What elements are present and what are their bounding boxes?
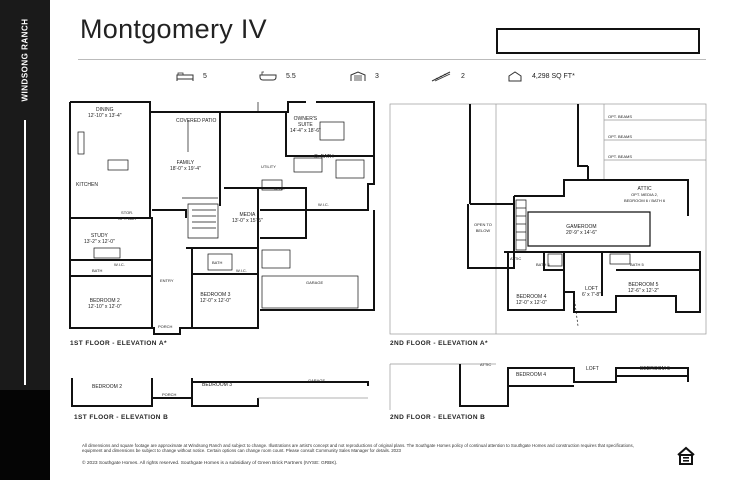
- caption-1st-floor-b: 1ST FLOOR - ELEVATION B: [74, 414, 169, 421]
- spec-beds: 5: [176, 68, 207, 84]
- bath-icon: [259, 71, 277, 81]
- room-opt-beams-3: OPT. BEAMS: [608, 154, 633, 159]
- room-covered-patio: COVERED PATIO: [176, 118, 217, 124]
- stairs-icon: [431, 71, 451, 81]
- room-porch: PORCH: [158, 324, 173, 329]
- elev-b-loft: LOFT: [586, 366, 599, 372]
- elev-b-bedroom-4: BEDROOM 4: [516, 372, 547, 378]
- sidebar: WINDSONG RANCH: [0, 0, 50, 480]
- caption-1st-floor-a: 1ST FLOOR - ELEVATION A*: [70, 340, 167, 347]
- floor-plan-2nd-a-drawing: [389, 103, 707, 335]
- copyright-text: © 2023 Southgate Homes. All rights reser…: [82, 461, 338, 466]
- community-name: WINDSONG RANCH: [20, 18, 30, 102]
- room-bath-1: BATH: [92, 268, 103, 273]
- header-divider: [78, 59, 706, 60]
- elev-b-garage: GARAGE: [308, 378, 326, 383]
- room-bath-2: BATH: [212, 260, 223, 265]
- room-garage: GARAGE: [306, 280, 324, 285]
- spec-garage: 3: [350, 68, 379, 84]
- spec-baths: 5.5: [259, 68, 296, 84]
- room-kitchen: KITCHEN: [76, 182, 98, 188]
- elev-b-bedroom-3: BEDROOM 3: [202, 382, 233, 388]
- caption-2nd-floor-a: 2ND FLOOR - ELEVATION A*: [390, 340, 488, 347]
- spec-sqft: 4,298 SQ FT*: [507, 68, 575, 84]
- room-stor: STOR.OPT. BAR: [118, 210, 137, 221]
- room-bath-4: BATH 4: [536, 262, 550, 267]
- floor-plan-2nd-b: ATTIC BEDROOM 4 LOFT BEDROOM 5: [388, 360, 710, 412]
- sidebar-divider: [24, 120, 26, 385]
- garage-icon: [350, 70, 366, 81]
- spec-value: 5: [203, 72, 207, 80]
- title-box: [496, 28, 700, 54]
- room-o-bath: O. BATH: [314, 154, 334, 160]
- equal-housing-icon: [677, 446, 695, 465]
- room-wic-3: W.I.C.: [114, 262, 125, 267]
- sidebar-footer-block: [0, 390, 50, 480]
- room-wic-4: W.I.C.: [236, 268, 247, 273]
- house-icon: [508, 70, 522, 81]
- floor-plan-1st-b-drawing: [71, 378, 369, 407]
- elev-b-porch: PORCH: [162, 392, 177, 397]
- room-wic-1: W.I.C.: [274, 186, 285, 191]
- disclaimer-text: All dimensions and square footage are ap…: [82, 443, 634, 454]
- caption-2nd-floor-b: 2ND FLOOR - ELEVATION B: [390, 414, 486, 421]
- floor-plan-2nd-b-drawing: [389, 363, 689, 410]
- floor-plan-1st-a-drawing: [69, 101, 375, 335]
- room-bath-5: BATH 5: [630, 262, 644, 267]
- floor-plan-1st-b: BEDROOM 2 BEDROOM 3 PORCH GARAGE: [68, 376, 378, 414]
- room-utility: UTILITY: [261, 164, 276, 169]
- room-entry: ENTRY: [160, 278, 174, 283]
- spec-value: 2: [461, 72, 465, 80]
- elev-b-bedroom-2: BEDROOM 2: [92, 384, 123, 390]
- room-attic-2: ATTIC: [510, 256, 522, 261]
- room-opt-beams-1: OPT. BEAMS: [608, 114, 633, 119]
- spec-value: 4,298 SQ FT*: [532, 72, 575, 80]
- elev-b-attic: ATTIC: [480, 362, 492, 367]
- elev-b-bedroom-5: BEDROOM 5: [640, 366, 671, 372]
- plan-title: Montgomery IV: [80, 14, 267, 44]
- room-opt-beams-2: OPT. BEAMS: [608, 134, 633, 139]
- room-wic-2: W.I.C.: [318, 202, 329, 207]
- bed-icon: [176, 72, 194, 81]
- spec-value: 3: [375, 72, 379, 80]
- spec-stories: 2: [430, 68, 465, 84]
- spec-value: 5.5: [286, 72, 296, 80]
